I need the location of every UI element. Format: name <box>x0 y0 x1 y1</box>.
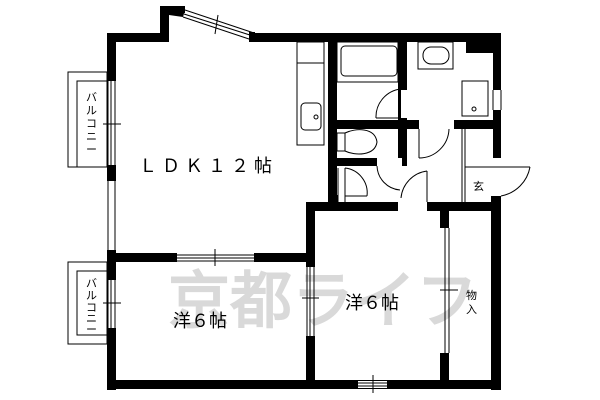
svg-text:コ: コ <box>86 117 97 130</box>
toilet-door <box>376 158 402 191</box>
svg-text:バ: バ <box>86 91 97 104</box>
western-room-right-label: 洋６帖 <box>345 293 399 314</box>
ldk-label: ＬＤＫ１２帖 <box>139 156 277 177</box>
entrance: 玄 <box>461 129 531 202</box>
kitchen-counter <box>296 41 325 146</box>
western-room-left-label: 洋６帖 <box>173 311 227 332</box>
svg-text:ー: ー <box>86 323 97 336</box>
svg-text:コ: コ <box>86 301 97 314</box>
storage-closet: 物 入 <box>466 288 477 316</box>
svg-text:入: 入 <box>466 303 477 316</box>
washbasin <box>417 41 454 70</box>
washroom-door <box>418 120 450 159</box>
svg-text:ル: ル <box>86 104 97 117</box>
interior-walls <box>107 42 501 389</box>
angled-window <box>169 8 255 42</box>
outer-walls <box>107 6 501 390</box>
windows <box>103 81 502 393</box>
svg-text:バ: バ <box>86 277 97 290</box>
svg-text:ル: ル <box>86 289 97 302</box>
bath-door <box>375 88 407 119</box>
svg-text:ニ: ニ <box>86 130 97 143</box>
balcony-lower: バ ル コ ニ ー <box>67 261 108 345</box>
washing-machine-space <box>461 80 489 117</box>
watermark: 京都ライフ <box>168 264 478 337</box>
balcony-upper: バ ル コ ニ ー <box>67 71 108 168</box>
room-door <box>398 170 428 210</box>
bathtub <box>336 41 399 83</box>
toilet <box>336 129 378 155</box>
svg-text:物: 物 <box>466 288 477 302</box>
svg-text:玄: 玄 <box>473 179 484 193</box>
svg-text:ー: ー <box>86 143 97 156</box>
hall-door-left <box>337 167 368 202</box>
svg-text:ニ: ニ <box>86 312 97 325</box>
